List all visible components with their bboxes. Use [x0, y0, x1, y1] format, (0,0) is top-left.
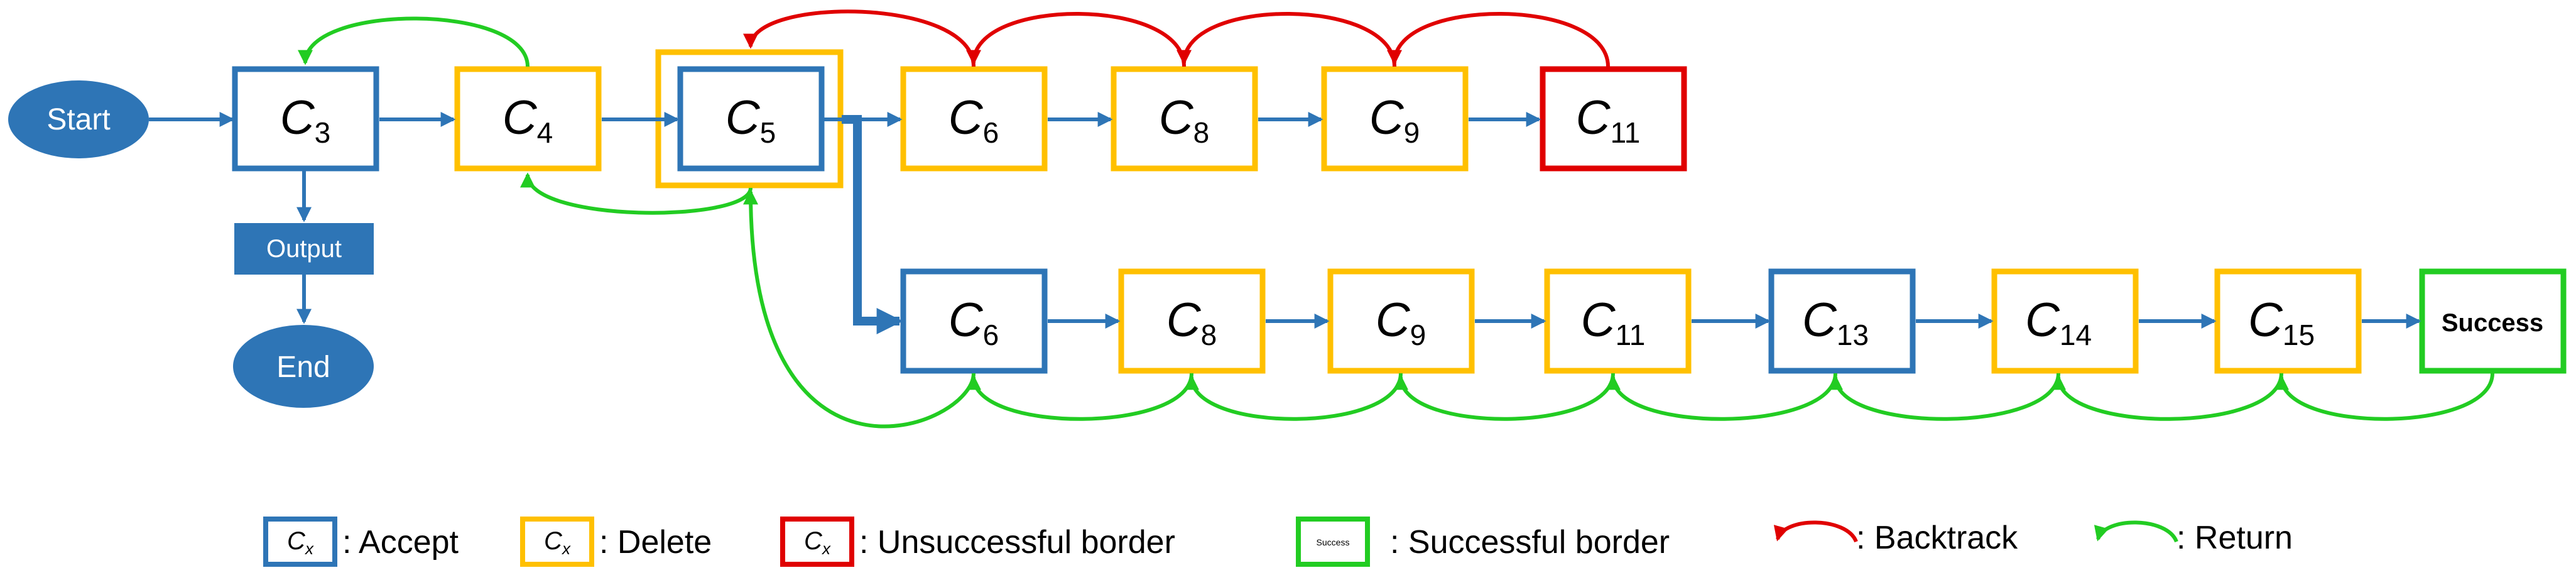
- node-label: Success: [2442, 309, 2543, 337]
- start-terminal: [8, 80, 149, 158]
- end-terminal: [233, 325, 374, 408]
- return-arrow: [1828, 373, 2060, 421]
- node-top-c6: C6: [900, 66, 1048, 172]
- return-arrow: [1184, 373, 1403, 421]
- legend-swatch: [780, 517, 854, 567]
- backtrack-arrow: [1387, 12, 1610, 67]
- node-label: C4: [503, 91, 553, 149]
- legend-swatch-label: Cx: [287, 527, 314, 558]
- node-success: Success: [2419, 268, 2567, 374]
- return-arrow: [966, 373, 1193, 421]
- legend-swatch: [263, 517, 337, 567]
- return-arrow: [298, 16, 530, 67]
- node-top-c11: C11: [1540, 66, 1687, 172]
- bottom-row: C6 C8 C9 C11 C13 C14 C15 Success: [900, 268, 2567, 374]
- legend-backtrack-arrow: [1773, 520, 1858, 543]
- node-label: C3: [280, 91, 330, 149]
- node-border: [454, 66, 602, 172]
- node-bottom-c13: C13: [1768, 268, 1916, 374]
- node-border: [2419, 268, 2567, 374]
- legend-swatch-label: Cx: [544, 527, 571, 558]
- node-border: [2214, 268, 2362, 374]
- node-bottom-c15: C15: [2214, 268, 2362, 374]
- return-arrow: [520, 172, 753, 215]
- node-border: [1111, 66, 1258, 172]
- node-top-c3: C3: [232, 66, 379, 172]
- node-label: C6: [948, 91, 999, 149]
- node-label: C9: [1369, 91, 1420, 149]
- legend: Cx : Accept Cx : Delete Cx : Unsuccessfu…: [263, 517, 2293, 567]
- node-label: C11: [1576, 91, 1641, 149]
- node-border: [1321, 66, 1469, 172]
- node-border: [1544, 268, 1692, 374]
- backtrack-arrows: [743, 9, 1610, 67]
- return-arrow: [2051, 373, 2283, 421]
- output-box: [234, 223, 374, 275]
- node-label: C9: [1376, 293, 1426, 351]
- legend-swatch: [520, 517, 594, 567]
- node-border: [900, 268, 1048, 374]
- legend-text: : Return: [2177, 520, 2293, 556]
- node-label: C11: [1581, 293, 1646, 351]
- return-arrows: [298, 16, 2494, 429]
- legend-backtrack: : Backtrack: [1773, 520, 2018, 556]
- node-bottom-c14: C14: [1991, 268, 2139, 374]
- legend-delete: Cx : Delete: [520, 517, 712, 567]
- legend-text: : Backtrack: [1856, 520, 2018, 556]
- output-label: Output: [266, 235, 342, 263]
- legend-text: : Accept: [342, 524, 459, 561]
- legend-unsuccessful: Cx : Unsuccessful border: [780, 517, 1175, 567]
- node-bottom-c9: C9: [1327, 268, 1475, 374]
- legend-text: : Delete: [599, 524, 712, 561]
- node-label: C15: [2248, 293, 2315, 351]
- flow-arrows: [149, 112, 2421, 334]
- return-arrow: [743, 189, 976, 429]
- top-row: C3 C4 C5 C6 C8 C9 C11: [232, 49, 1687, 189]
- return-arrow: [1393, 373, 1615, 421]
- node-label: C6: [948, 293, 999, 351]
- node-border: [1327, 268, 1475, 374]
- return-arrow: [2274, 373, 2494, 421]
- legend-success: Success : Successful border: [1296, 517, 1670, 567]
- node-label: C5: [726, 91, 776, 149]
- backtrack-arrow: [743, 9, 976, 67]
- node-label: C8: [1159, 91, 1209, 149]
- node-border: [1540, 66, 1687, 172]
- node-border: [900, 66, 1048, 172]
- legend-text: : Successful border: [1390, 524, 1670, 561]
- flow-branch-arrow: [842, 115, 903, 334]
- node-border: [232, 66, 379, 172]
- return-arrow: [1606, 373, 1837, 421]
- node-top-c9: C9: [1321, 66, 1469, 172]
- node-top-c8: C8: [1111, 66, 1258, 172]
- node-label: C8: [1166, 293, 1217, 351]
- backtrack-arrow: [966, 12, 1186, 67]
- start-label: Start: [46, 103, 110, 136]
- node-bottom-c11: C11: [1544, 268, 1692, 374]
- end-label: End: [276, 351, 330, 384]
- legend-return: : Return: [2094, 520, 2293, 556]
- legend-text: : Unsuccessful border: [859, 524, 1175, 561]
- node-border: [1768, 268, 1916, 374]
- node-label: C14: [2025, 293, 2092, 351]
- legend-return-arrow: [2094, 520, 2178, 543]
- legend-swatch-label: Cx: [804, 527, 831, 558]
- backtrack-arrow: [1177, 12, 1396, 67]
- node-top-c5: C5: [655, 49, 844, 189]
- node-border: [1991, 268, 2139, 374]
- node-label: C13: [1802, 293, 1869, 351]
- node-bottom-c6: C6: [900, 268, 1048, 374]
- node-top-c4: C4: [454, 66, 602, 172]
- legend-swatch-label: Success: [1317, 537, 1350, 547]
- legend-accept: Cx : Accept: [263, 517, 459, 567]
- node-border: [1118, 268, 1266, 374]
- legend-swatch: [1296, 517, 1370, 567]
- node-bottom-c8: C8: [1118, 268, 1266, 374]
